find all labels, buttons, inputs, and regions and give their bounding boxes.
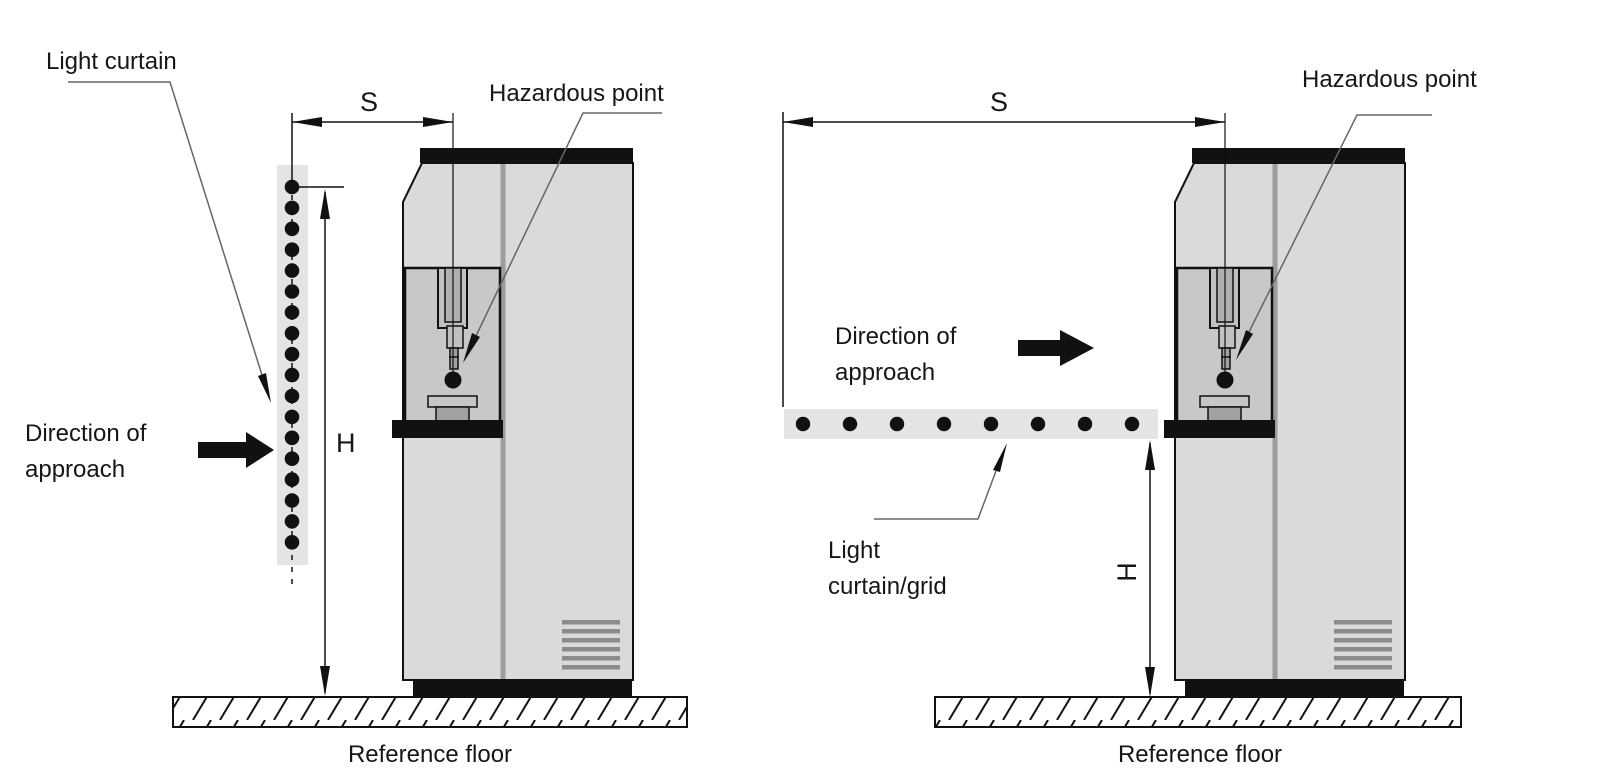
beam-dot (983, 416, 999, 432)
light-curtain-grid-label: Light curtain/grid (828, 537, 947, 600)
light-curtain-strip-horizontal (784, 409, 1158, 439)
hazardous-leader-right-arrow (1236, 330, 1253, 360)
beam-dot (284, 326, 300, 341)
h-arrow-right-top (1145, 440, 1155, 470)
beam-dot (284, 514, 300, 529)
beam-dot (284, 346, 300, 362)
beam-dot (284, 409, 300, 425)
beam-dot (889, 416, 905, 432)
h-label-right: H (1112, 562, 1142, 582)
reference-floor-right (934, 696, 1462, 728)
beam-dot (284, 284, 300, 299)
beam-dots-right (795, 416, 1140, 432)
s-arrow-left-left (292, 117, 322, 127)
direction-arrow-right (1018, 330, 1094, 366)
beam-dot (284, 242, 300, 257)
beam-dot (284, 263, 300, 278)
press-machine-right (1164, 148, 1405, 697)
direction-of-approach-label-left: Direction of approach (25, 420, 147, 483)
direction-arrow-left (198, 432, 274, 468)
h-arrow-left-bottom (320, 666, 330, 696)
direction-of-approach-label-right: Direction of approach (835, 323, 957, 386)
beam-dot (284, 535, 300, 550)
s-arrow-left-right (423, 117, 453, 127)
reference-floor-label-right: Reference floor (1117, 741, 1283, 768)
light-curtain-leader (68, 81, 268, 392)
s-label-left: S (360, 87, 379, 117)
beam-dot (1077, 416, 1093, 432)
beam-dot (284, 305, 300, 320)
beam-dot (284, 472, 300, 487)
beam-dot (1030, 416, 1046, 432)
hazardous-leader-left (474, 112, 662, 339)
beam-dot (284, 200, 300, 216)
beam-dot (936, 416, 952, 432)
s-label-right: S (990, 87, 1009, 117)
hazardous-leader-right (1247, 114, 1432, 335)
h-arrow-right-bottom (1145, 667, 1155, 697)
press-machine-left (392, 148, 633, 697)
beam-dot (1124, 416, 1140, 432)
h-label-left: H (336, 428, 356, 458)
light-curtain-leader-arrow (258, 373, 271, 403)
beam-dot (284, 221, 300, 237)
light-grid-leader-arrow (993, 443, 1007, 472)
hazardous-point-label-left: Hazardous point (489, 80, 664, 107)
beam-dot (284, 388, 300, 404)
hazardous-leader-left-arrow (463, 333, 480, 363)
beam-dot (284, 430, 300, 446)
light-grid-leader (874, 470, 997, 520)
reference-floor-left (172, 696, 688, 728)
h-dimension-left (292, 186, 344, 693)
beam-dots-left (284, 179, 300, 550)
beam-dot (284, 367, 300, 383)
h-arrow-left-top (320, 189, 330, 219)
beam-dot (284, 493, 300, 508)
beam-dot (795, 416, 811, 432)
hazardous-point-label-right: Hazardous point (1302, 66, 1477, 93)
s-dimension-right (782, 112, 1226, 407)
reference-floor-label-left: Reference floor (347, 741, 513, 768)
beam-dot (284, 451, 300, 467)
light-curtain-label: Light curtain (46, 48, 177, 75)
s-arrow-right-left (783, 117, 813, 127)
beam-dot (842, 416, 858, 432)
s-arrow-right-right (1195, 117, 1225, 127)
